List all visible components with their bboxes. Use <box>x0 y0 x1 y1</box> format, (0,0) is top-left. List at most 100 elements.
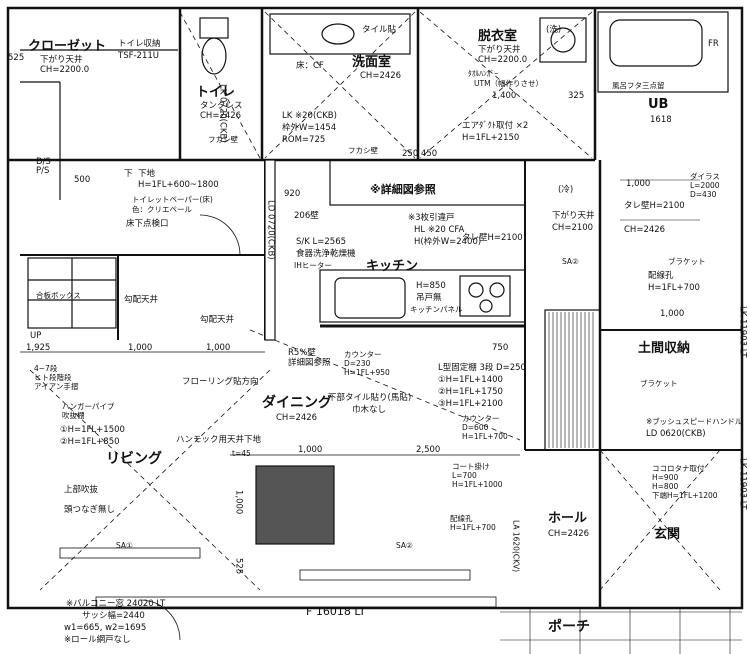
note-sa2: SA② <box>396 541 413 550</box>
dim-wash: 1,400 <box>492 91 517 101</box>
note-ld-0720: LD 0720(CKB) <box>265 200 276 260</box>
closet-label: クローゼット <box>28 39 107 54</box>
note-rt-window1: LK 11903 LT <box>737 306 748 358</box>
closet-ch: CH=2200.0 <box>40 65 90 75</box>
note-fr: FR <box>708 39 719 49</box>
note-lk-info: LK ※20(CKB) <box>282 111 337 121</box>
note-floor-inspect: 床下点検口 <box>126 219 169 229</box>
note-wiring3-h: H=1FL+700 <box>648 283 700 293</box>
note-balcony: ※バルコニー窓 24020 LT <box>66 599 166 609</box>
note-stairs-storage: 4~7段 ヒト段階段 アイアン手摺 <box>34 364 79 391</box>
note-tab-wall: タレ壁H=2100 <box>462 233 523 243</box>
note-sa3: SA② <box>562 257 579 266</box>
dim-1000d: 1,000 <box>660 309 685 319</box>
dim-250-450: 250 450 <box>402 149 438 159</box>
dim-920: 920 <box>284 189 301 199</box>
note-t45: t=45 <box>232 449 251 458</box>
dim-1000c: 1,000 <box>626 179 651 189</box>
dim-525-top: 525 <box>8 53 25 63</box>
note-beam-none: 頭つなぎ無し <box>64 505 116 515</box>
note-fukin2: フカシ壁 <box>348 146 378 155</box>
dim-1925: 1,925 <box>26 343 51 353</box>
dim-1000a: 1,000 <box>128 343 153 353</box>
hall-label: ホール <box>548 511 588 526</box>
dim-750: 750 <box>492 343 509 353</box>
washroom-label: 洗面室 <box>352 55 392 70</box>
note-rom: ROM=725 <box>282 135 326 145</box>
note-dimension-2000: ダイラス L=2000 D=430 <box>690 172 720 199</box>
note-flooring: フローリング貼方向 <box>182 377 259 387</box>
dim-525: 525 <box>233 558 244 575</box>
dim-1000b: 1,000 <box>206 343 231 353</box>
note-tsf: TSF-211U <box>118 51 159 61</box>
note-lk-0720: LK 0720(CKB) <box>217 84 228 143</box>
note-bracket2: ブラケット <box>640 379 678 388</box>
closet-sub: 下がり天井 <box>40 55 83 65</box>
note-l-shelf: L型固定棚 3段 D=250 <box>438 363 526 373</box>
note-counter: カウンター D=230 H=1FL+950 <box>344 350 390 377</box>
dim-1000-v: 1,000 <box>233 490 244 515</box>
note-h850: H=850 <box>416 281 446 291</box>
living-label: リビング <box>106 451 162 467</box>
note-kazehr: 風呂フタ三点留 <box>612 81 665 90</box>
note-combo-plate: 合板ボックス <box>36 291 81 300</box>
note-slim-storage: ※ブッシュスピードハンドル <box>646 417 743 426</box>
note-sagari-ch: CH=2100 <box>552 223 594 233</box>
kitchen-label: キッチン <box>366 259 419 274</box>
note-airduct: エアﾀﾞｸﾄ取付 ×2 <box>462 121 529 131</box>
note-hood: HL ※20 CFA <box>414 225 465 235</box>
note-rt-window2: LK 11903 LT <box>737 458 748 510</box>
note-toilet-paper: トイレットペーパー(床) <box>132 195 213 204</box>
note-hanger-pipe: ハンガーパイプ 吹抜棚 <box>62 402 115 420</box>
note-sk: S/K L=2565 <box>296 237 347 247</box>
note-floor-cf: 床：CF <box>296 61 324 71</box>
note-gouban: 勾配天井 <box>124 295 159 305</box>
dim-206: 206壁 <box>294 211 319 221</box>
note-wiring: 配線孔 H=1FL+700 <box>450 514 496 532</box>
note-lower-tile: 下部タイル貼り(馬貼) <box>328 393 412 403</box>
note-ch2426: CH=2426 <box>624 225 666 235</box>
toilet-label: トイレ <box>196 85 236 100</box>
note-bracket: ブラケット <box>668 257 706 266</box>
note-up: UP <box>30 331 42 341</box>
note-ds-ps: D/S P/S <box>36 157 51 176</box>
note-hanger-h2: ②H=1FL+850 <box>60 437 120 447</box>
note-airduct-h: H=1FL+2150 <box>462 133 520 143</box>
note-sagari: 下がり天井 <box>552 211 595 221</box>
note-door-storage: 吊戸無 <box>416 293 442 303</box>
note-hammock: ハンモック用天井下地 <box>176 435 262 445</box>
doma-label: 土間収納 <box>638 341 691 356</box>
note-toilet-storage: トイレ収納 <box>118 39 161 49</box>
note-utm: UTM（幅作りさせ） <box>474 79 544 88</box>
note-sk2: 食器洗浄乾燥機 <box>296 249 356 259</box>
note-roll-screen: ※ロール網戸なし <box>64 635 131 645</box>
note-towel: ﾀｵﾙﾊﾝｶﾞｰ <box>468 69 498 78</box>
note-sash-w: サッシ幅=2440 <box>82 611 145 621</box>
note-sash-w2: w1=665, w2=1695 <box>64 623 147 633</box>
outer-wall <box>6 6 744 610</box>
note-ld-0620: LD 0620(CKB) <box>646 429 706 439</box>
note-tare: タレ壁H=2100 <box>624 201 685 211</box>
note-la: LA 1620(CKV) <box>511 520 521 573</box>
note-wiring3: 配線孔 <box>648 271 674 281</box>
toilet-sub: タンクレス <box>200 101 243 111</box>
note-shita-ji: 下地 <box>138 169 156 179</box>
note-kitchen-panel: キッチンパネル <box>410 305 463 314</box>
dressing-sub: 下がり天井 <box>478 45 521 55</box>
note-wash-label: (洗) <box>546 25 562 35</box>
note-sa1: SA① <box>116 541 133 550</box>
toilet-ch: CH=2426 <box>200 111 242 121</box>
dim-500: 500 <box>74 175 91 185</box>
note-gouban2: 勾配天井 <box>200 315 235 325</box>
note-coat-hook: コート掛け L=700 H=1FL+1000 <box>452 462 503 489</box>
washroom-ch: CH=2426 <box>360 71 402 81</box>
dining-ch: CH=2426 <box>276 413 318 423</box>
dressing-ch: CH=2200.0 <box>478 55 528 65</box>
dressing-label: 脱衣室 <box>478 29 518 44</box>
note-f-window: F 16018 LT <box>306 605 366 618</box>
note-hamaki: 巾木なし <box>352 405 387 415</box>
note-cleanable: 色：クリエペール <box>132 205 192 214</box>
note-shita-ji-h: H=1FL+600~1800 <box>138 180 219 190</box>
dining-label: ダイニング <box>262 395 332 411</box>
note-hanger-h1: ①H=1FL+1500 <box>60 425 125 435</box>
